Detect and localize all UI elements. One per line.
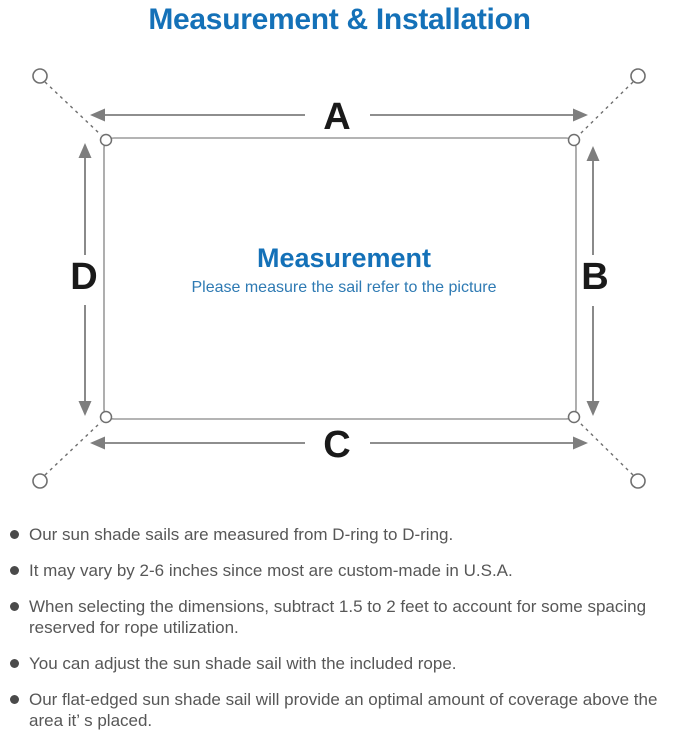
bullet-icon <box>10 659 19 668</box>
d-ring-top-left-icon <box>99 133 113 147</box>
list-item: Our flat-edged sun shade sail will provi… <box>10 689 670 731</box>
anchor-points <box>32 68 646 489</box>
list-item: When selecting the dimensions, subtract … <box>10 596 670 638</box>
arrow-d-up-head-icon <box>78 143 92 158</box>
bullet-icon <box>10 566 19 575</box>
d-ring-bottom-right-icon <box>567 410 581 424</box>
note-text: When selecting the dimensions, subtract … <box>29 597 647 637</box>
sail-diagram-canvas: A B C D Measurement Please measure the s… <box>32 68 646 489</box>
anchor-point-top-right-icon <box>630 68 646 84</box>
bullet-icon <box>10 530 19 539</box>
arrow-c-right-head-icon <box>573 436 588 450</box>
note-text: Our flat-edged sun shade sail will provi… <box>29 690 658 730</box>
anchor-point-bottom-right-icon <box>630 473 646 489</box>
dimension-label-a: A <box>323 96 350 138</box>
note-text: It may vary by 2-6 inches since most are… <box>29 561 513 580</box>
bullet-icon <box>10 695 19 704</box>
note-text: You can adjust the sun shade sail with t… <box>29 654 457 673</box>
dimension-label-c: C <box>323 424 350 466</box>
d-rings <box>99 133 581 424</box>
notes-list: Our sun shade sails are measured from D-… <box>10 524 670 739</box>
d-ring-top-right-icon <box>567 133 581 147</box>
dimension-label-b: B <box>581 256 608 298</box>
sail-outline <box>103 137 577 420</box>
d-ring-bottom-left-icon <box>99 410 113 424</box>
anchor-point-top-left-icon <box>32 68 48 84</box>
arrow-a-left-head-icon <box>90 108 105 122</box>
rope-line-top-right <box>578 81 634 136</box>
arrow-d-down-head-icon <box>78 401 92 416</box>
list-item: Our sun shade sails are measured from D-… <box>10 524 670 545</box>
bullet-icon <box>10 602 19 611</box>
rope-line-top-left <box>44 81 102 136</box>
dimension-arrows <box>78 108 600 450</box>
rope-line-bottom-right <box>578 421 634 476</box>
arrow-a-right-head-icon <box>573 108 588 122</box>
page-title: Measurement & Installation <box>148 3 531 36</box>
rope-lines <box>44 81 634 476</box>
arrow-c-left-head-icon <box>90 436 105 450</box>
anchor-point-bottom-left-icon <box>32 473 48 489</box>
center-heading: Measurement <box>257 243 431 273</box>
measurement-diagram: A B C D Measurement Please measure the s… <box>0 58 679 523</box>
rope-line-bottom-left <box>44 421 102 476</box>
list-item: It may vary by 2-6 inches since most are… <box>10 560 670 581</box>
list-item: You can adjust the sun shade sail with t… <box>10 653 670 674</box>
note-text: Our sun shade sails are measured from D-… <box>29 525 454 544</box>
arrow-b-up-head-icon <box>586 146 600 161</box>
dimension-label-d: D <box>70 256 97 298</box>
arrow-b-down-head-icon <box>586 401 600 416</box>
center-subtitle: Please measure the sail refer to the pic… <box>191 279 496 296</box>
